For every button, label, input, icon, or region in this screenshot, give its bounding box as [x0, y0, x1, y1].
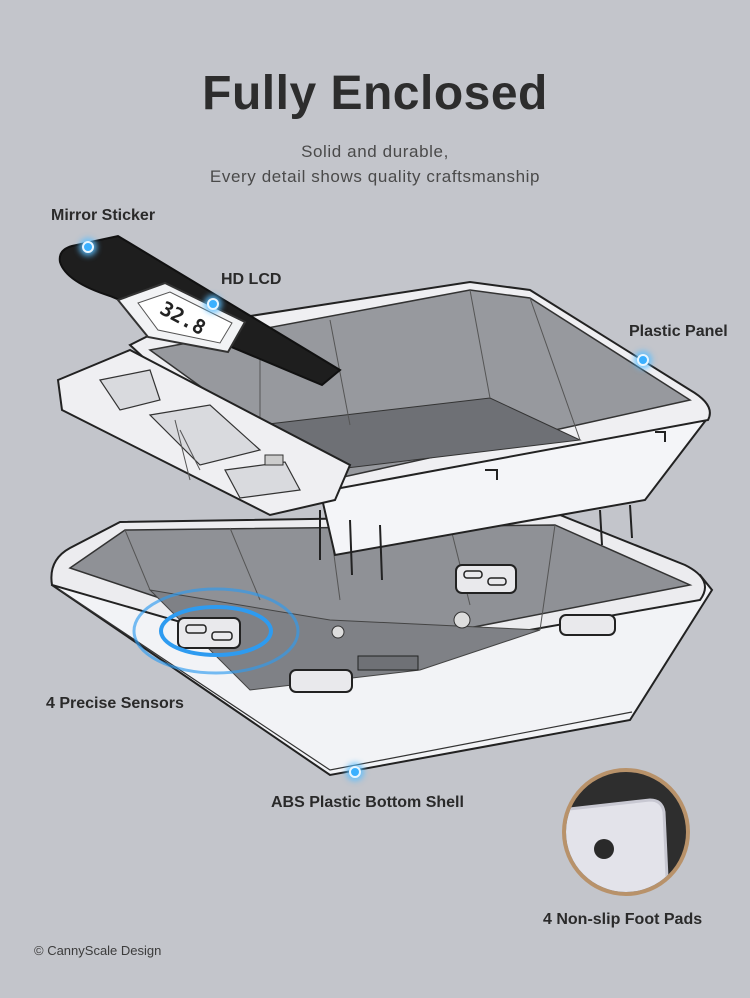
foot-pad-detail: [562, 768, 690, 896]
label-mirror-sticker: Mirror Sticker: [51, 207, 156, 224]
sensor-back-right: [455, 564, 517, 594]
sensor-highlight-rings: [132, 587, 300, 675]
bottom-shell: [50, 513, 714, 777]
marker-bottom-shell: [349, 766, 361, 778]
marker-mirror-sticker: [82, 241, 94, 253]
page-title: Fully Enclosed: [202, 67, 548, 120]
label-foot-pads: 4 Non-slip Foot Pads: [543, 911, 703, 928]
control-plate: [56, 348, 352, 517]
sensor-front-middle: [289, 669, 353, 693]
mirror-sticker: 32.8: [58, 234, 342, 387]
marker-hd-lcd: [207, 298, 219, 310]
label-hd-lcd: HD LCD: [221, 271, 282, 288]
copyright-text: © CannyScale Design: [34, 943, 162, 958]
sensor-right: [559, 614, 616, 636]
subtitle-line-1: Solid and durable,: [301, 142, 449, 161]
label-bottom-shell: ABS Plastic Bottom Shell: [271, 794, 464, 811]
hd-lcd: 32.8: [116, 281, 247, 354]
subtitle-line-2: Every detail shows quality craftsmanship: [209, 167, 541, 186]
marker-plastic-panel: [637, 354, 649, 366]
label-plastic-panel: Plastic Panel: [629, 323, 728, 340]
sensor-front-left: [177, 617, 241, 649]
label-precise-sensors: 4 Precise Sensors: [46, 695, 184, 712]
